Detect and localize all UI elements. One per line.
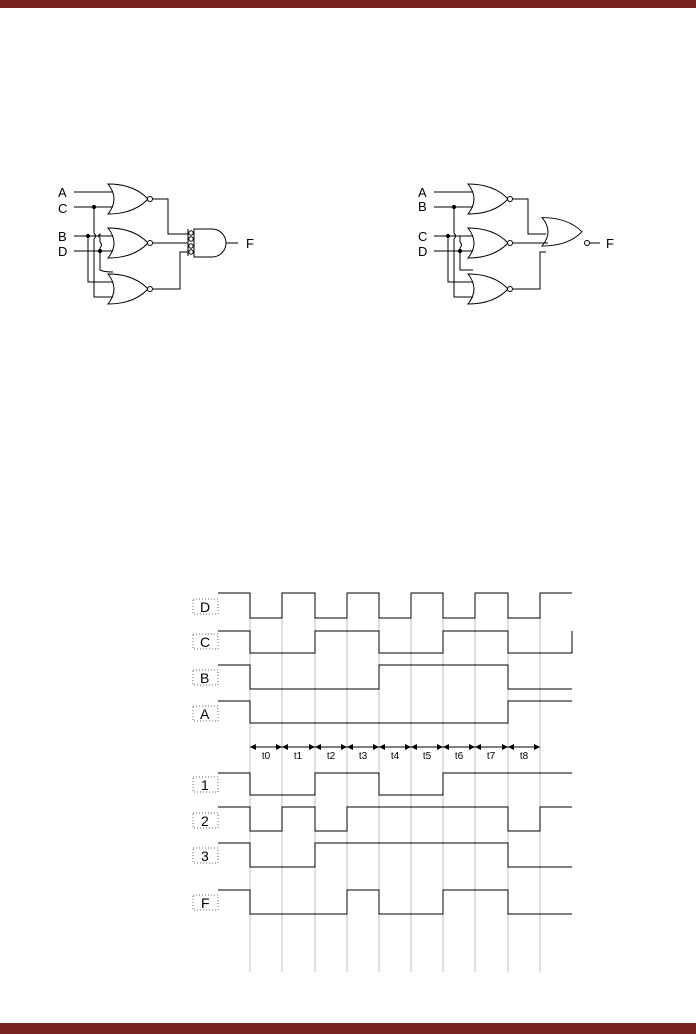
signal-c-label: C [200, 634, 210, 650]
waveform-2 [218, 806, 572, 832]
timing-signal-labels: D C B A 1 2 3 F [192, 598, 219, 911]
right-nor-bubble-3 [507, 286, 513, 292]
right-nor-gate-final [541, 217, 583, 247]
left-input-c-label: C [58, 201, 67, 216]
interval-t6: t6 [455, 751, 464, 762]
right-input-c-label: C [418, 229, 427, 244]
right-circuit: A B C D F [418, 183, 614, 305]
left-input-a-label: A [58, 185, 67, 200]
waveform-f [218, 889, 572, 915]
waveform-c [218, 630, 573, 654]
left-output-f-label: F [246, 236, 254, 251]
left-circuit: A C B D F [58, 183, 254, 305]
interval-t1: t1 [294, 751, 303, 762]
interval-t5: t5 [423, 751, 432, 762]
right-nor-gate-3 [467, 273, 509, 305]
left-nor-gate-3 [107, 273, 149, 305]
right-nor-gate-2 [467, 227, 509, 259]
left-input-d-label: D [58, 244, 67, 259]
interval-labels: t0 t1 t2 t3 t4 t5 t6 t7 t8 [262, 751, 529, 762]
interval-t4: t4 [391, 751, 400, 762]
interval-t0: t0 [262, 751, 271, 762]
waveform-a [218, 700, 572, 724]
left-nor-bubble-1 [147, 196, 153, 202]
waveform-b-low [218, 664, 572, 690]
timing-diagram: D C B A 1 2 3 F [192, 592, 573, 972]
output-1-label: 1 [201, 777, 209, 793]
interval-t3: t3 [359, 751, 368, 762]
left-input-b-label: B [58, 229, 67, 244]
right-output-f-label: F [606, 236, 614, 251]
left-nor-gate-2 [107, 227, 149, 259]
right-input-d-label: D [418, 244, 427, 259]
interval-t2: t2 [327, 751, 336, 762]
interval-t7: t7 [487, 751, 496, 762]
right-nor-bubble-2 [507, 240, 513, 246]
right-nor-bubble-final [584, 240, 590, 246]
output-f-label: F [201, 895, 210, 911]
output-2-label: 2 [201, 813, 209, 829]
left-nor-bubble-3 [147, 286, 153, 292]
right-input-b-label: B [418, 199, 427, 214]
waveform-3 [218, 842, 572, 868]
right-nor-gate-1 [467, 183, 509, 215]
left-nor-gate-1 [107, 183, 149, 215]
output-3-label: 3 [201, 848, 209, 864]
right-input-a-label: A [418, 185, 427, 200]
top-border-bar [0, 0, 696, 8]
signal-b-label: B [200, 670, 209, 686]
timing-waveforms [218, 592, 573, 915]
interval-t8: t8 [520, 751, 529, 762]
waveform-d [218, 592, 572, 619]
timing-gridlines [249, 593, 541, 972]
right-nor-bubble-1 [507, 196, 513, 202]
signal-a-label: A [200, 706, 210, 722]
signal-d-label: D [200, 599, 210, 615]
left-nor-bubble-2 [147, 240, 153, 246]
waveform-1 [218, 772, 572, 796]
left-and-gate [193, 228, 227, 258]
bottom-border-bar [0, 1023, 696, 1034]
